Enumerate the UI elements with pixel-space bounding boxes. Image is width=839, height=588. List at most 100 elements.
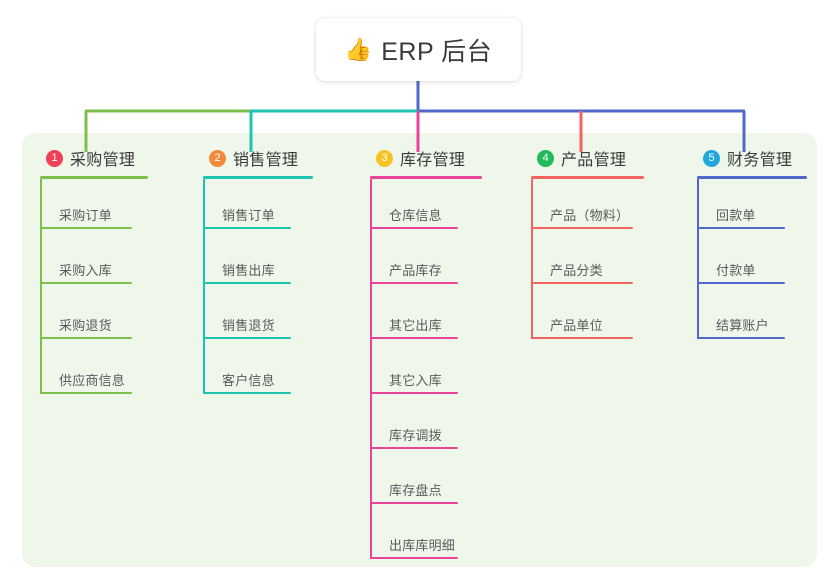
leaf-underline — [697, 227, 785, 229]
branch-items-5: 回款单付款单结算账户 — [697, 179, 807, 344]
leaf-node[interactable]: 供应商信息 — [40, 344, 148, 399]
leaf-node[interactable]: 回款单 — [697, 179, 807, 234]
leaf-label: 出库库明细 — [389, 538, 456, 553]
leaf-node[interactable]: 客户信息 — [203, 344, 313, 399]
leaf-underline — [370, 227, 458, 229]
branch-column-4: 4 产品管理产品（物料） 产品分类产品单位 — [531, 145, 644, 344]
branch-spine-1 — [40, 179, 42, 394]
branch-badge-5: 5 — [703, 149, 720, 167]
leaf-node[interactable]: 其它入库 — [370, 344, 482, 399]
branch-header-4[interactable]: 4 产品管理 — [531, 145, 644, 171]
branch-title-5: 财务管理 — [727, 152, 793, 169]
branch-column-5: 5 财务管理回款单付款单结算账户 — [697, 145, 807, 344]
leaf-node[interactable]: 仓库信息 — [370, 179, 482, 234]
leaf-label: 产品（物料） — [550, 208, 630, 223]
leaf-underline — [531, 337, 633, 339]
leaf-underline — [531, 282, 633, 284]
leaf-node[interactable]: 销售退货 — [203, 289, 313, 344]
branch-badge-3: 3 — [376, 149, 393, 167]
leaf-node[interactable]: 出库库明细 — [370, 509, 482, 564]
leaf-label: 销售退货 — [222, 318, 275, 333]
leaf-underline — [40, 337, 132, 339]
leaf-underline — [697, 337, 785, 339]
leaf-label: 产品库存 — [389, 263, 442, 278]
leaf-node[interactable]: 采购入库 — [40, 234, 148, 289]
branch-header-2[interactable]: 2 销售管理 — [203, 145, 313, 171]
branch-underline-5 — [697, 176, 807, 179]
branch-title-4: 产品管理 — [561, 152, 627, 169]
branch-title-1: 采购管理 — [70, 152, 136, 169]
leaf-node[interactable]: 销售订单 — [203, 179, 313, 234]
leaf-node[interactable]: 结算账户 — [697, 289, 807, 344]
leaf-underline — [203, 392, 291, 394]
leaf-label: 销售出库 — [222, 263, 275, 278]
leaf-node[interactable]: 库存调拨 — [370, 399, 482, 454]
branch-underline-4 — [531, 176, 644, 179]
leaf-node[interactable]: 产品库存 — [370, 234, 482, 289]
thumbs-up-icon: 👍 — [344, 36, 373, 62]
leaf-label: 仓库信息 — [389, 208, 442, 223]
leaf-node[interactable]: 采购订单 — [40, 179, 148, 234]
leaf-underline — [203, 337, 291, 339]
branch-spine-2 — [203, 179, 205, 394]
leaf-label: 采购入库 — [59, 263, 112, 278]
branch-spine-4 — [531, 179, 533, 339]
branch-underline-1 — [40, 176, 148, 179]
leaf-underline — [370, 392, 458, 394]
branch-column-3: 3 库存管理仓库信息产品库存其它出库其它入库库存调拨库存盘点出库库明细 — [370, 145, 482, 564]
leaf-label: 回款单 — [716, 208, 756, 223]
leaf-node[interactable]: 库存盘点 — [370, 454, 482, 509]
branch-header-3[interactable]: 3 库存管理 — [370, 145, 482, 171]
branch-spine-3 — [370, 179, 372, 559]
leaf-node[interactable]: 付款单 — [697, 234, 807, 289]
leaf-label: 产品单位 — [550, 318, 603, 333]
root-node[interactable]: 👍 ERP 后台 — [316, 18, 521, 81]
leaf-node[interactable]: 产品（物料） — [531, 179, 644, 234]
branches-panel — [22, 133, 817, 567]
leaf-label: 采购订单 — [59, 208, 112, 223]
branch-items-4: 产品（物料） 产品分类产品单位 — [531, 179, 644, 344]
leaf-underline — [203, 282, 291, 284]
leaf-label: 付款单 — [716, 263, 756, 278]
branch-underline-2 — [203, 176, 313, 179]
leaf-underline — [40, 227, 132, 229]
branch-column-2: 2 销售管理销售订单销售出库销售退货客户信息 — [203, 145, 313, 399]
leaf-label: 采购退货 — [59, 318, 112, 333]
leaf-label: 其它出库 — [389, 318, 442, 333]
leaf-underline — [203, 227, 291, 229]
branch-underline-3 — [370, 176, 482, 179]
branch-badge-1: 1 — [46, 149, 63, 167]
leaf-underline — [40, 282, 132, 284]
leaf-label: 库存调拨 — [389, 428, 442, 443]
leaf-underline — [697, 282, 785, 284]
leaf-underline — [370, 282, 458, 284]
leaf-underline — [40, 392, 132, 394]
leaf-label: 产品分类 — [550, 263, 603, 278]
branch-items-3: 仓库信息产品库存其它出库其它入库库存调拨库存盘点出库库明细 — [370, 179, 482, 564]
branch-header-5[interactable]: 5 财务管理 — [697, 145, 807, 171]
branch-header-1[interactable]: 1 采购管理 — [40, 145, 148, 171]
leaf-underline — [370, 447, 458, 449]
branch-items-1: 采购订单采购入库采购退货供应商信息 — [40, 179, 148, 399]
branch-column-1: 1 采购管理采购订单采购入库采购退货供应商信息 — [40, 145, 148, 399]
branch-spine-5 — [697, 179, 699, 339]
leaf-underline — [370, 502, 458, 504]
branch-badge-2: 2 — [209, 149, 226, 167]
leaf-label: 销售订单 — [222, 208, 275, 223]
leaf-node[interactable]: 产品单位 — [531, 289, 644, 344]
leaf-node[interactable]: 产品分类 — [531, 234, 644, 289]
leaf-node[interactable]: 采购退货 — [40, 289, 148, 344]
leaf-label: 库存盘点 — [389, 483, 442, 498]
leaf-node[interactable]: 其它出库 — [370, 289, 482, 344]
leaf-underline — [370, 557, 458, 559]
leaf-underline — [370, 337, 458, 339]
leaf-node[interactable]: 销售出库 — [203, 234, 313, 289]
leaf-label: 结算账户 — [716, 318, 769, 333]
branch-badge-4: 4 — [537, 149, 554, 167]
leaf-label: 其它入库 — [389, 373, 442, 388]
branch-title-2: 销售管理 — [233, 152, 299, 169]
branch-title-3: 库存管理 — [400, 152, 466, 169]
leaf-label: 供应商信息 — [59, 373, 126, 388]
leaf-label: 客户信息 — [222, 373, 275, 388]
